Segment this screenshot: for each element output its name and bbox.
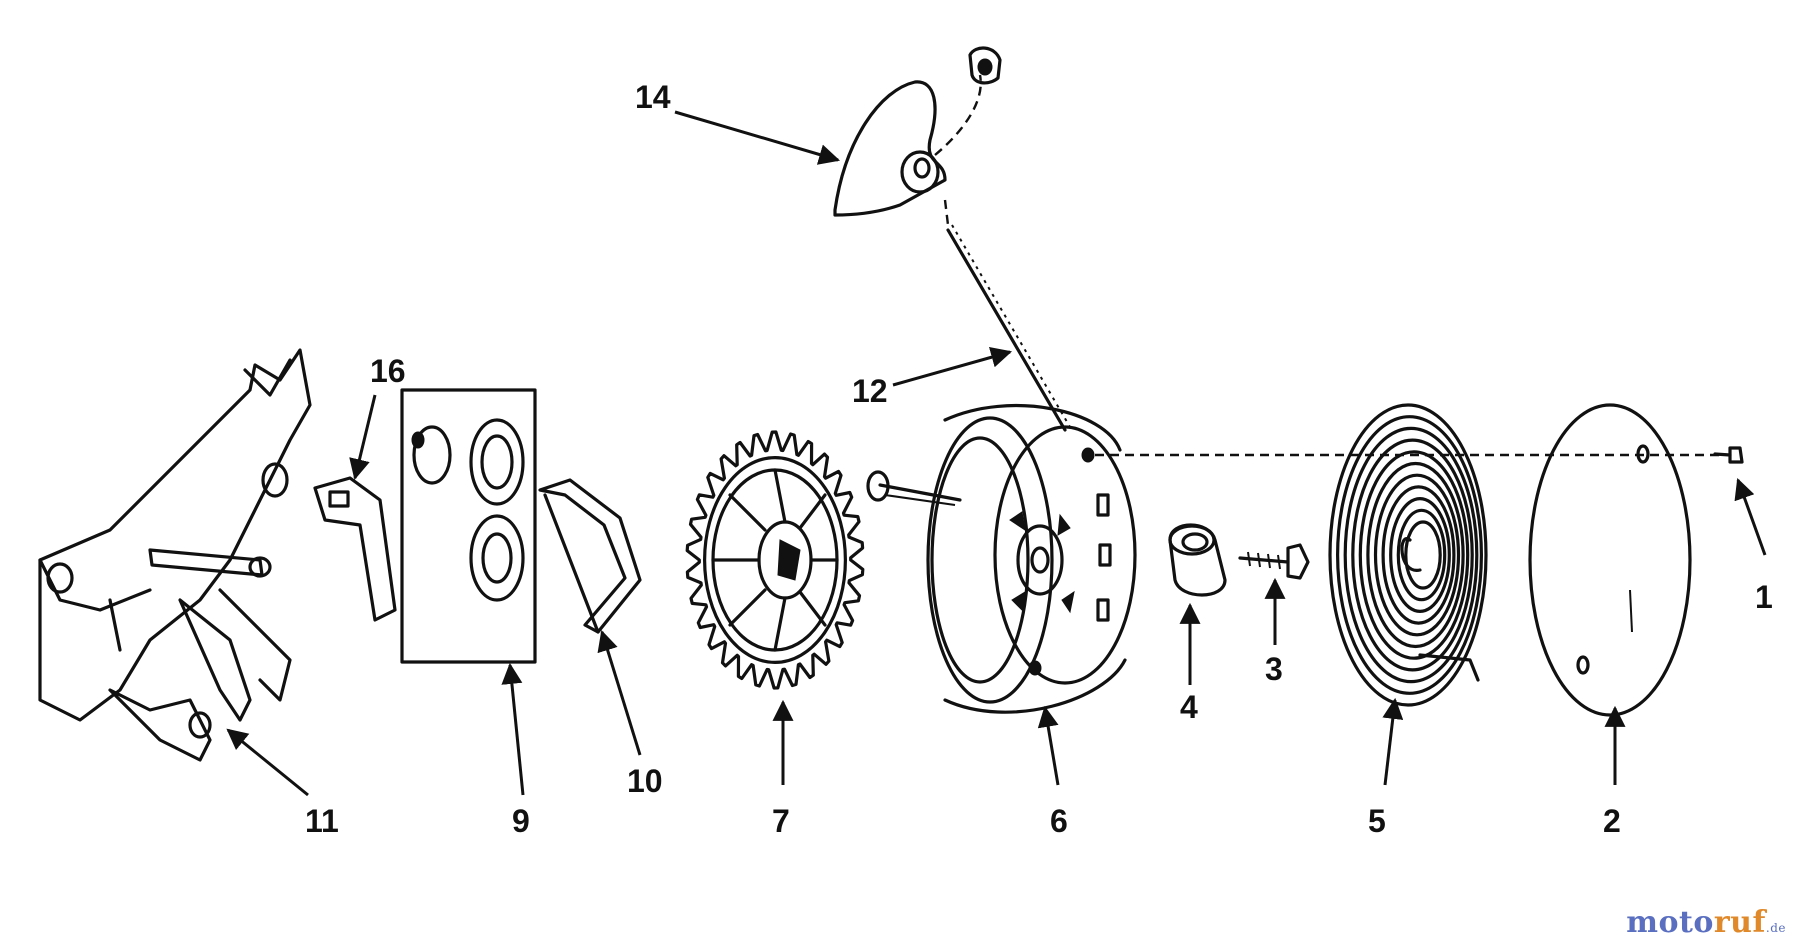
spring-coil (1373, 473, 1461, 637)
callout-6: 6 (1050, 803, 1068, 839)
spring-coil (1343, 426, 1479, 684)
part-6-pulley-hub (866, 403, 1137, 714)
leader-9 (501, 662, 525, 796)
leader-lines (226, 110, 1767, 797)
spring-coil (1351, 438, 1474, 672)
part-5-recoil-spring (1328, 403, 1488, 707)
part-7-sprocket-gear (685, 430, 865, 690)
callout-12: 12 (852, 373, 888, 409)
leader-5 (1382, 697, 1404, 786)
part-16-pawl-bracket (313, 476, 397, 622)
spring-coil (1381, 485, 1456, 625)
callout-11: 11 (305, 803, 339, 839)
leader-14 (674, 110, 841, 165)
spring-coil (1335, 415, 1483, 695)
spring-coil (1396, 508, 1447, 602)
gear-teeth (685, 430, 865, 690)
spring-coil (1366, 461, 1465, 649)
part-4-bushing (1168, 523, 1227, 597)
callout-3: 3 (1265, 651, 1283, 687)
leader-6 (1037, 705, 1060, 786)
part-3-screw (1238, 543, 1310, 580)
leader-12 (892, 347, 1013, 387)
part-1-screw (1713, 446, 1744, 464)
watermark-part1: moto (1626, 905, 1714, 940)
spring-coil (1358, 450, 1470, 660)
leader-11 (226, 728, 309, 797)
callout-2: 2 (1603, 803, 1621, 839)
spring-coil (1328, 403, 1488, 707)
gear-rim (702, 456, 847, 665)
callout-7: 7 (772, 803, 790, 839)
motoruf-watermark: motoruf.de (1626, 905, 1786, 940)
callout-labels: 14 12 16 11 9 10 7 6 4 3 5 2 1 (305, 79, 1773, 839)
part-12-starter-rope (946, 224, 1071, 432)
part-11-control-bracket (38, 348, 312, 762)
part-2-cover-disc (1528, 403, 1692, 717)
leader-1 (1734, 478, 1767, 556)
callout-4: 4 (1180, 689, 1198, 725)
callout-9: 9 (512, 803, 530, 839)
callout-1: 1 (1755, 579, 1773, 615)
spring-coil (1404, 520, 1442, 590)
leader-16 (349, 394, 377, 481)
callout-5: 5 (1368, 803, 1386, 839)
watermark-part2: ruf (1713, 905, 1766, 940)
spring-coil (1389, 497, 1451, 614)
callout-14: 14 (635, 79, 671, 115)
spring-inner-hook (1400, 536, 1422, 572)
leader-10 (597, 629, 642, 756)
callout-16: 16 (370, 353, 406, 389)
part-9-gasket-plate (400, 388, 537, 664)
callout-10: 10 (627, 763, 663, 799)
watermark-part3: .de (1765, 921, 1786, 935)
part-14-starter-handle (833, 46, 1002, 226)
part-10-spring-clip (538, 478, 642, 634)
